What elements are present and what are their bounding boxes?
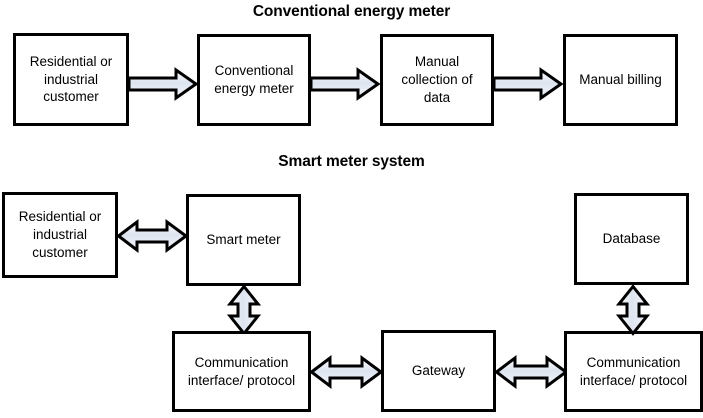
arrow-manual-collection-to-manual-billing — [492, 67, 564, 101]
arrow-communication-interface-left-to-gateway — [309, 354, 384, 390]
section-title-conventional: Conventional energy meter — [252, 3, 451, 20]
section-title-smart-meter: Smart meter system — [278, 153, 425, 170]
node-smart-meter[interactable]: Smart meter — [186, 194, 301, 286]
node-residential-industrial-customer-conventional[interactable]: Residential or industrial customer — [13, 33, 129, 126]
node-label: Residential or industrial customer — [29, 53, 113, 105]
node-manual-collection-of-data[interactable]: Manual collection of data — [380, 34, 494, 126]
node-label: Manual collection of data — [401, 54, 473, 105]
node-conventional-energy-meter[interactable]: Conventional energy meter — [197, 34, 311, 126]
node-communication-interface-protocol-right[interactable]: Communication interface/ protocol — [564, 331, 703, 412]
node-label: Communication interface/ protocol — [579, 354, 688, 388]
arrow-communication-interface-right-to-database — [615, 284, 651, 336]
arrow-smart-meter-to-communication-interface-left — [226, 284, 262, 336]
node-gateway[interactable]: Gateway — [381, 330, 496, 412]
arrow-customer-to-smart-meter — [116, 218, 189, 254]
node-label: Conventional energy meter — [214, 63, 294, 96]
node-communication-interface-protocol-left[interactable]: Communication interface/ protocol — [172, 331, 311, 412]
arrow-customer-to-conventional-meter — [127, 67, 199, 101]
node-label: Communication interface/ protocol — [187, 354, 296, 388]
node-database[interactable]: Database — [574, 193, 689, 285]
node-label: Manual billing — [579, 72, 662, 88]
node-label: Smart meter — [206, 232, 281, 248]
node-residential-industrial-customer-smart[interactable]: Residential or industrial customer — [2, 192, 118, 278]
node-label: Gateway — [411, 363, 466, 379]
arrow-conventional-meter-to-manual-collection — [309, 67, 381, 101]
node-manual-billing[interactable]: Manual billing — [563, 34, 678, 126]
arrow-gateway-to-communication-interface-right — [494, 354, 569, 390]
node-label: Residential or industrial customer — [18, 209, 102, 260]
node-label: Database — [602, 231, 661, 247]
